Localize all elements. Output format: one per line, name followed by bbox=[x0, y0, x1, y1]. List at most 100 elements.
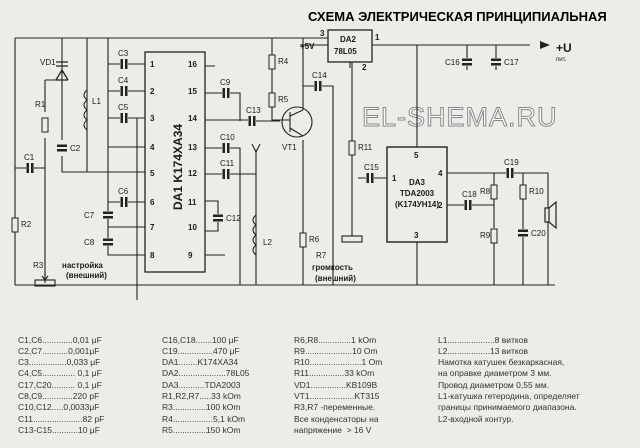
parts-entry: Намотка катушек безкаркасная, bbox=[438, 357, 565, 368]
speaker-icon bbox=[544, 200, 557, 230]
r7-sub-label: (внешний) bbox=[315, 274, 356, 283]
pot-r7-icon bbox=[341, 230, 363, 243]
capacitor-c10-icon bbox=[222, 143, 230, 153]
capacitor-c20-icon bbox=[518, 229, 528, 237]
parts-entry: L1....................8 витков bbox=[438, 334, 528, 345]
da1-chip bbox=[144, 51, 206, 273]
vt1-label: VT1 bbox=[282, 143, 297, 152]
da1-pin-label: 13 bbox=[188, 143, 197, 152]
wires bbox=[14, 37, 555, 300]
c12-label: C12 bbox=[226, 214, 241, 223]
capacitor-c1-icon bbox=[26, 163, 34, 173]
r10-label: R10 bbox=[529, 187, 544, 196]
da1-pin-label: 1 bbox=[150, 60, 155, 69]
r11-label: R11 bbox=[358, 143, 373, 152]
capacitor-c11-icon bbox=[222, 169, 230, 179]
da1-pin-label: 9 bbox=[188, 251, 193, 260]
l1-label: L1 bbox=[92, 97, 101, 106]
coil-l2-icon bbox=[252, 214, 257, 256]
r3-tuning-label: настройка bbox=[62, 261, 103, 270]
c7-label: C7 bbox=[84, 211, 95, 220]
varicap-vd1-icon bbox=[55, 61, 69, 81]
da2-pin3: 3 bbox=[320, 29, 325, 38]
parts-entry: R1,R2,R7.....33 kOm bbox=[162, 391, 241, 402]
supply-arrow-icon bbox=[540, 41, 550, 49]
c4-label: C4 bbox=[118, 76, 129, 85]
u-pit-sub: пит. bbox=[556, 57, 567, 63]
c16-label: C16 bbox=[445, 58, 460, 67]
c17-label: C17 bbox=[504, 58, 519, 67]
parts-entry: Все конденсаторы на bbox=[294, 413, 379, 424]
plus5v-label: +5V bbox=[300, 42, 315, 51]
parts-entry: C10,C12.....0,0033μF bbox=[18, 402, 100, 413]
parts-entry: L2-входной контур. bbox=[438, 413, 514, 424]
r3-sub-label: (внешний) bbox=[66, 271, 107, 280]
capacitor-c2-icon bbox=[57, 144, 67, 152]
capacitor-c13-icon bbox=[248, 116, 256, 126]
l2-label: L2 bbox=[263, 238, 272, 247]
diagram-title: СХЕМА ЭЛЕКТРИЧЕСКАЯ ПРИНЦИПИАЛЬНАЯ bbox=[308, 9, 607, 24]
c5-label: C5 bbox=[118, 103, 129, 112]
parts-entry: L2..................13 витков bbox=[438, 345, 528, 356]
vd1-label: VD1 bbox=[40, 58, 56, 67]
da3-pin5: 5 bbox=[414, 151, 419, 160]
da1-pin-label: 14 bbox=[188, 114, 197, 123]
da2-pin2: 2 bbox=[362, 63, 367, 72]
c9-label: C9 bbox=[220, 78, 231, 87]
r6-label: R6 bbox=[309, 235, 320, 244]
da3-part: TDA2003 bbox=[400, 189, 435, 198]
resistor-r11-icon bbox=[348, 140, 356, 156]
parts-entry: C8,C9.............220 pF bbox=[18, 391, 100, 402]
da1-pin-label: 16 bbox=[188, 60, 197, 69]
da2-part: 78L05 bbox=[334, 47, 357, 56]
u-pit-label: +U bbox=[556, 41, 572, 55]
resistor-r4-icon bbox=[268, 54, 276, 70]
c14-label: C14 bbox=[312, 71, 327, 80]
c1-label: C1 bbox=[24, 153, 35, 162]
parts-entry: R3,R7 -переменные. bbox=[294, 402, 376, 413]
capacitor-c15-icon bbox=[366, 173, 374, 183]
da1-pin-label: 6 bbox=[150, 198, 155, 207]
parts-entry: границы принимаемого диапазона. bbox=[438, 402, 577, 413]
parts-entry: DA2....................78L05 bbox=[162, 368, 250, 379]
capacitor-c8-icon bbox=[103, 238, 113, 246]
da3-pin1: 1 bbox=[392, 174, 397, 183]
da3-pin3: 3 bbox=[414, 231, 419, 240]
resistor-r8-icon bbox=[490, 184, 498, 200]
c18-label: C18 bbox=[462, 190, 477, 199]
capacitor-c7-icon bbox=[103, 211, 113, 219]
da1-pin-label: 11 bbox=[188, 198, 197, 207]
parts-entry: C11.....................82 pF bbox=[18, 413, 105, 424]
da1-pin-label: 10 bbox=[188, 223, 197, 232]
c8-label: C8 bbox=[84, 238, 95, 247]
parts-entry: R5..............150 kOm bbox=[162, 424, 241, 435]
capacitor-c4-icon bbox=[120, 86, 128, 96]
da3-label: DA3 bbox=[409, 178, 426, 187]
capacitor-c3-icon bbox=[120, 59, 128, 69]
da3-alt: (K174УН14) bbox=[395, 200, 439, 209]
c6-label: C6 bbox=[118, 187, 129, 196]
parts-entry: VD1...............KB109B bbox=[294, 379, 378, 390]
resistor-r2-icon bbox=[11, 217, 19, 233]
c19-label: C19 bbox=[504, 158, 519, 167]
capacitor-c9-icon bbox=[222, 88, 230, 98]
capacitor-c6-icon bbox=[120, 197, 128, 207]
parts-entry: Провод диаметром 0,55 мм. bbox=[438, 379, 550, 390]
coil-l1-icon bbox=[83, 89, 88, 131]
parts-entry: VT1...................KT315 bbox=[294, 391, 380, 402]
capacitor-c17-icon bbox=[491, 58, 501, 66]
capacitor-c16-icon bbox=[462, 58, 472, 66]
capacitor-c14-icon bbox=[314, 81, 322, 91]
resistor-r1-icon bbox=[41, 117, 49, 133]
schematic: СХЕМА ЭЛЕКТРИЧЕСКАЯ ПРИНЦИПИАЛЬНАЯ EL-SH… bbox=[11, 9, 607, 300]
parts-entry: DA3...........TDA2003 bbox=[162, 379, 241, 390]
r7-label: R7 bbox=[316, 251, 327, 260]
da1-pin-label: 12 bbox=[188, 169, 197, 178]
r5-label: R5 bbox=[278, 95, 289, 104]
parts-entry: R6,R8..............1 kOm bbox=[294, 334, 377, 345]
resistor-r5-icon bbox=[268, 92, 276, 108]
resistor-r9-icon bbox=[490, 228, 498, 244]
da3-pin2: 2 bbox=[438, 201, 443, 210]
